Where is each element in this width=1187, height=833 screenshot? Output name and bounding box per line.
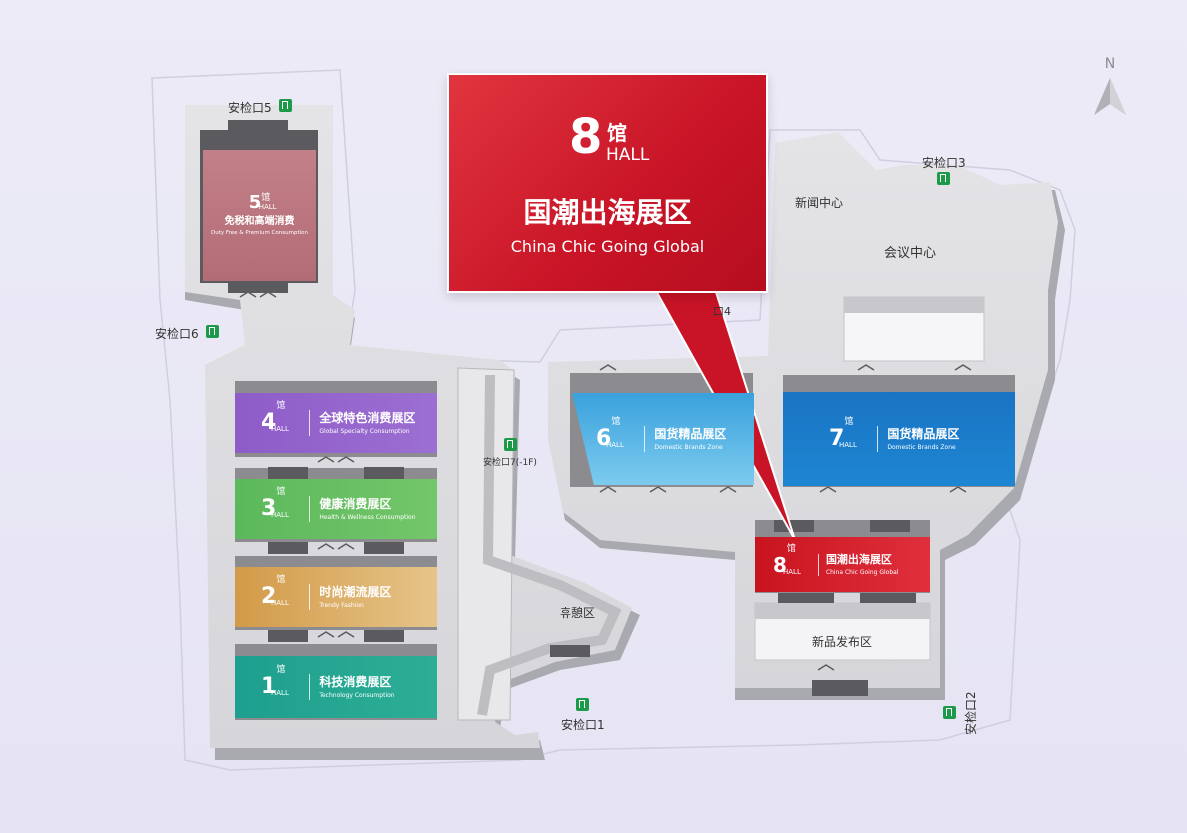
gate1-label: 安检口1	[561, 718, 605, 732]
hall-5[interactable]: 5 馆 HALL 免税和高端消费 Duty Free & Premium Con…	[203, 150, 316, 281]
conference-center-label: 会议中心	[884, 246, 937, 261]
hall-8-callout[interactable]: 8 馆 HALL 国潮出海展区 China Chic Going Global	[447, 73, 768, 293]
callout-subtitle: China Chic Going Global	[510, 237, 705, 256]
exit-icon	[943, 706, 956, 719]
gate3-label: 安检口3	[922, 156, 966, 170]
exit-icon	[279, 99, 292, 112]
gate7-label: 安检口7(-1F)	[483, 458, 537, 468]
svg-text:N: N	[1105, 56, 1115, 72]
compass-icon: N	[1094, 56, 1126, 115]
press-center-label: 新闻中心	[795, 196, 844, 210]
exit-icon	[504, 438, 517, 451]
gate6-label: 安检口6	[155, 327, 199, 341]
gate5-label: 安检口5	[228, 101, 272, 115]
exit-icon	[206, 325, 219, 338]
rest-area-label: 휴憩区	[560, 606, 596, 620]
callout-title: 国潮出海展区	[523, 196, 692, 229]
gate4-partial-label: 口4	[713, 305, 731, 318]
exit-icon	[937, 172, 950, 185]
exit-icon	[576, 698, 589, 711]
new-product-launch-label: 新品发布区	[812, 635, 873, 649]
hall-name: 免税和高端消费	[224, 216, 295, 228]
hall-number: 5	[248, 192, 262, 214]
gate2-label: 安检口2	[964, 691, 978, 735]
